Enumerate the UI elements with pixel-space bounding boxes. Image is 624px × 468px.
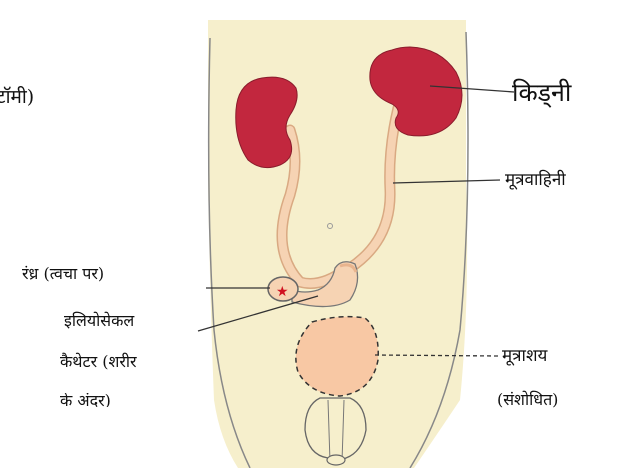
label-top-cut: टॉमी) [0,88,34,107]
bladder [296,317,378,396]
label-catheter-line3: के अंदर) [60,393,111,407]
genitals-tip [327,455,345,465]
label-catheter-line1: इलियोसेकल [64,313,134,329]
stoma-mark-icon: ★ [276,284,289,300]
label-catheter-line2: कैथेटर (शरीर [60,354,137,370]
label-stoma: रंध्र (त्वचा पर) [22,266,104,282]
genitals [305,398,366,460]
label-kidney: किड्नी [512,80,571,105]
label-ureter: मूत्रवाहिनी [505,172,566,189]
label-bladder-line2: (संशोधित) [497,392,558,408]
label-bladder-line1: मूत्राशय [502,348,547,365]
